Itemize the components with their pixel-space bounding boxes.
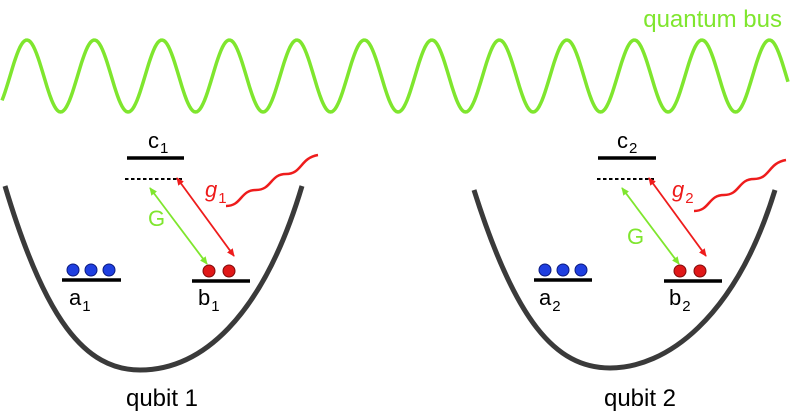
level-a-label: a2 [539, 285, 561, 315]
level-c-label: c2 [617, 128, 637, 157]
potential-well [2, 185, 305, 373]
potential-well [471, 189, 778, 371]
level-c-label: c1 [148, 128, 168, 157]
qubit-caption: qubit 1 [126, 385, 198, 412]
qubit-2: c2 a2 b2 G g2 qubit 2 [471, 128, 787, 412]
quantum-bus-wave [0, 38, 790, 114]
level-b-label: b1 [198, 285, 220, 315]
drive-arrow [648, 177, 707, 257]
drive-arrow [176, 177, 235, 257]
atom-a [556, 263, 570, 277]
atoms-a [66, 263, 116, 277]
atoms-b [673, 264, 707, 278]
qubit-1: c1 a1 b1 G g1 qubit 1 [2, 128, 319, 412]
atoms-b [202, 264, 236, 278]
atom-b [673, 264, 687, 278]
atom-b [222, 264, 236, 278]
coupling-label: G [148, 206, 165, 231]
atom-a [102, 263, 116, 277]
drive-label: g1 [205, 177, 227, 207]
atom-a [538, 263, 552, 277]
drive-photon [693, 158, 787, 213]
drive-label: g2 [672, 177, 694, 207]
atoms-a [538, 263, 588, 277]
qubit-caption: qubit 2 [604, 385, 676, 412]
atom-a [66, 263, 80, 277]
atom-a [574, 263, 588, 277]
coupling-label: G [627, 224, 644, 249]
drive-photon [225, 153, 319, 208]
level-a-label: a1 [69, 285, 91, 315]
quantum-bus-label: quantum bus [643, 6, 782, 33]
level-b-label: b2 [669, 285, 691, 315]
atom-b [202, 264, 216, 278]
atom-a [84, 263, 98, 277]
atom-b [693, 264, 707, 278]
